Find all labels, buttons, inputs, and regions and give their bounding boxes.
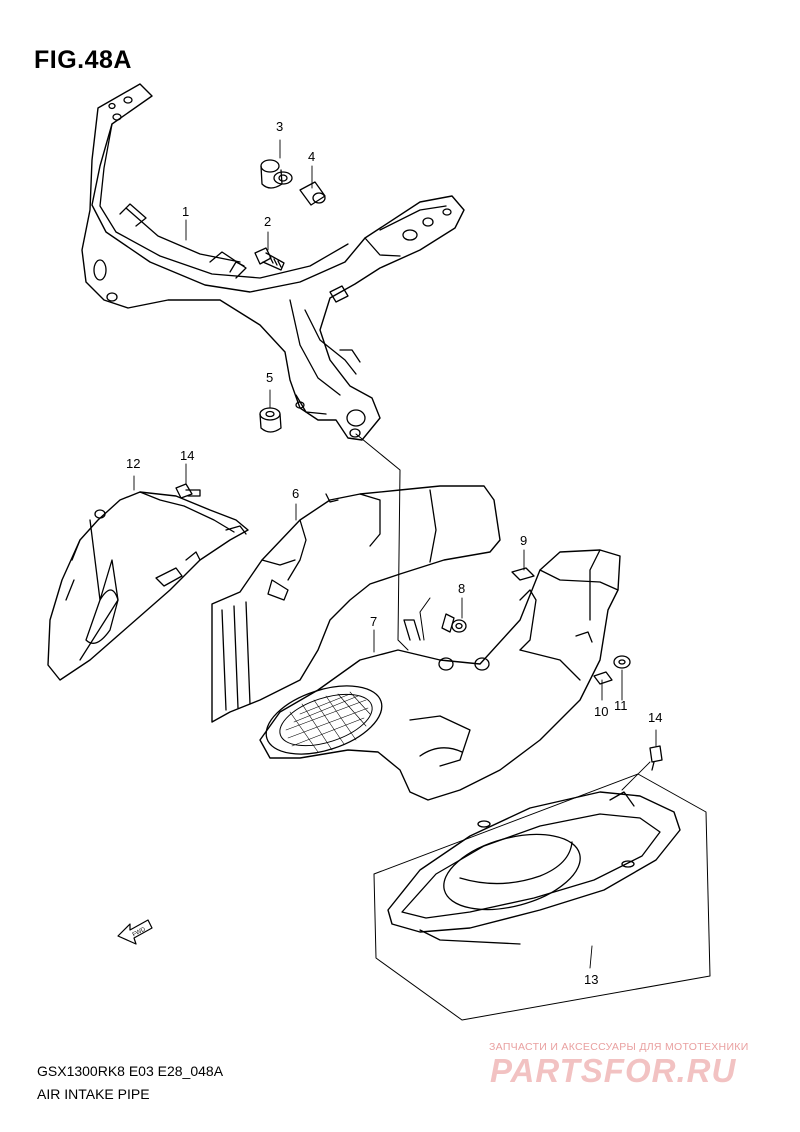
screw-part-14-lower: [649, 745, 663, 771]
clip-nut-part-10: [593, 671, 613, 685]
intake-mesh: [285, 691, 371, 753]
grommet-part-3: [260, 159, 293, 189]
grommet-part-11: [613, 655, 631, 669]
callout-14-upper: 14: [180, 448, 194, 463]
callout-10: 10: [594, 704, 608, 719]
watermark-logo: PARTSFOR.RU: [490, 1052, 737, 1089]
watermark-tagline: ЗАПЧАСТИ И АКСЕССУАРЫ ДЛЯ МОТОТЕХНИКИ: [489, 1041, 749, 1053]
clip-part-9: [511, 567, 535, 581]
callout-11: 11: [614, 698, 628, 713]
bolt-part-2: [254, 247, 285, 271]
fwd-direction-arrow: FWD: [117, 919, 153, 945]
screw-part-14-upper: [175, 483, 201, 499]
outer-cover-part-13: [373, 773, 711, 1021]
callout-6: 6: [292, 486, 299, 501]
callout-2: 2: [264, 214, 271, 229]
callout-3: 3: [276, 119, 283, 134]
left-cover-part-12: [47, 491, 249, 681]
collar-part-4: [299, 181, 326, 206]
callout-1: 1: [182, 204, 189, 219]
callout-9: 9: [520, 533, 527, 548]
leader-lines: [133, 139, 657, 969]
assembly-guide-line: [355, 433, 409, 651]
grommet-part-5: [259, 407, 282, 433]
callout-12: 12: [126, 456, 140, 471]
assembly-guide-line: [419, 597, 431, 641]
section-name: AIR INTAKE PIPE: [37, 1086, 150, 1102]
model-code: GSX1300RK8 E03 E28_048A: [37, 1063, 224, 1079]
left-duct-part-6: [211, 485, 501, 723]
callout-8: 8: [458, 581, 465, 596]
front-bracket-part-1: [81, 83, 465, 441]
figure-title: FIG.48A: [34, 46, 132, 74]
callout-7: 7: [370, 614, 377, 629]
callout-5: 5: [266, 370, 273, 385]
callout-4: 4: [308, 149, 315, 164]
callout-13: 13: [584, 972, 598, 987]
callout-14-lower: 14: [648, 710, 662, 725]
screw-part-8: [441, 613, 467, 633]
right-duct-part-7: [259, 549, 621, 801]
